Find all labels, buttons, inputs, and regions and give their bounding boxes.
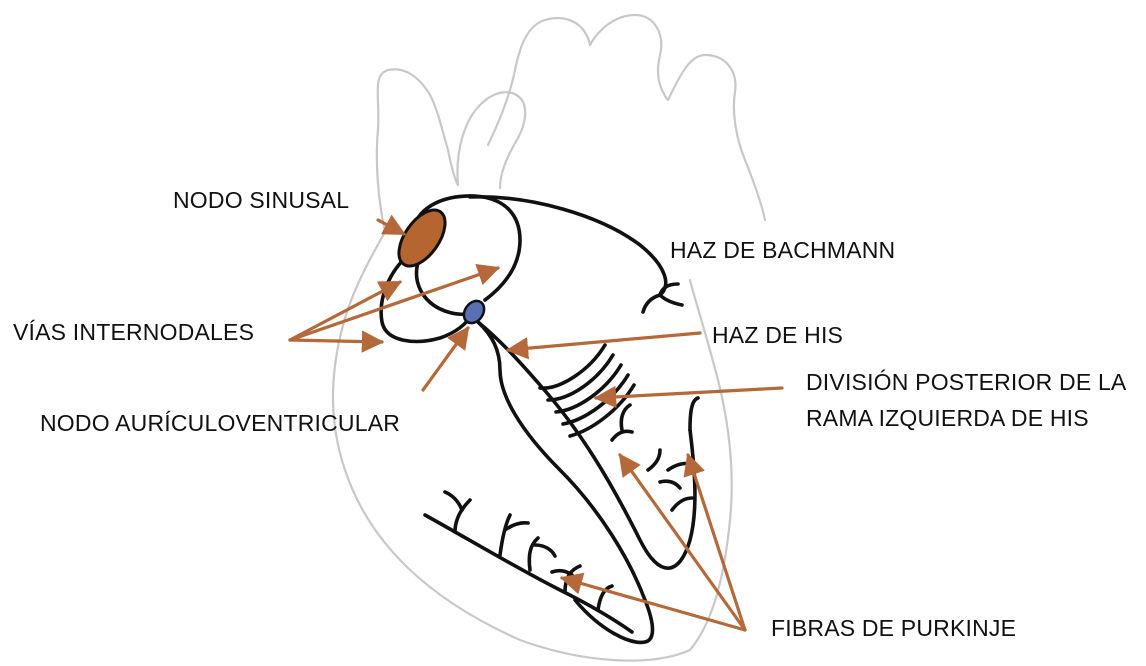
label-division-posterior-2: RAMA IZQUIERDA DE HIS (806, 402, 1089, 434)
right-purkinje-trunk (690, 398, 698, 430)
purkinje-right-6 (668, 463, 692, 470)
label-vias-internodales: VÍAS INTERNODALES (13, 316, 254, 348)
arrow-purkinje-2 (688, 455, 745, 630)
arrow-nodo-sinusal (378, 220, 404, 234)
label-fibras-purkinje: FIBRAS DE PURKINJE (771, 612, 1016, 644)
arrow-vias-3 (290, 340, 382, 342)
conduction-system (381, 196, 698, 642)
purkinje-right-2 (621, 405, 630, 430)
his-bundle-right (478, 322, 695, 568)
label-haz-his: HAZ DE HIS (712, 319, 843, 351)
label-nodo-sinusal: NODO SINUSAL (173, 184, 349, 216)
posterior-fan-3 (556, 365, 621, 412)
purkinje-right-1 (612, 431, 632, 440)
purkinje-branch-1 (455, 500, 470, 532)
bachmann-branch-1 (643, 295, 660, 312)
purkinje-branch-2a (505, 523, 528, 530)
bachmann-branch-2 (660, 295, 682, 305)
label-haz-bachmann: HAZ DE BACHMANN (670, 234, 895, 266)
bachmann-bundle (470, 197, 666, 295)
label-division-posterior-1: DIVISIÓN POSTERIOR DE LA (806, 366, 1126, 398)
label-nodo-av: NODO AURÍCULOVENTRICULAR (40, 407, 400, 439)
purkinje-branch-1a (445, 492, 462, 510)
purkinje-branch-3a (535, 545, 555, 556)
purkinje-branch-3 (529, 538, 538, 570)
purkinje-right-4 (660, 481, 680, 488)
posterior-fan-2 (548, 355, 613, 400)
arrow-vias-1 (290, 282, 400, 340)
purkinje-right-3 (648, 450, 660, 470)
purkinje-right-5 (672, 498, 692, 510)
purkinje-branch-4a (552, 571, 572, 575)
posterior-fan-1 (540, 345, 605, 388)
arrow-division-posterior (596, 388, 782, 398)
purkinje-branch-2 (500, 515, 510, 555)
